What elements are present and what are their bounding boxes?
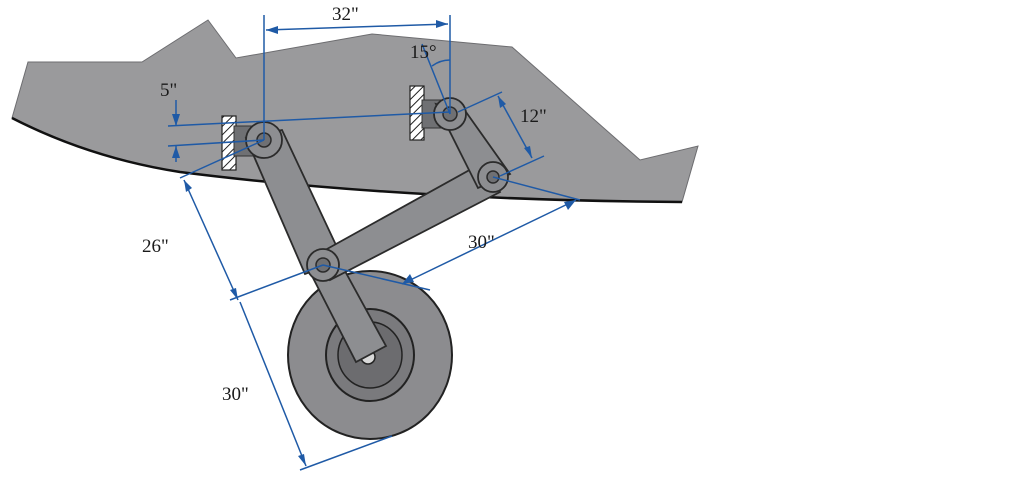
label-short-link: 12" [520, 106, 547, 127]
label-top-spacing: 32" [332, 4, 359, 25]
label-long-link: 30" [468, 232, 495, 253]
fuselage-skin-line [11, 116, 683, 204]
label-angle: 15° [410, 42, 437, 63]
fuselage-body [11, 19, 699, 203]
label-upper-leg: 26" [142, 236, 169, 257]
dimension-lines [167, 15, 581, 471]
label-lower-leg: 30" [222, 384, 249, 405]
label-left-offset: 5" [160, 80, 177, 101]
